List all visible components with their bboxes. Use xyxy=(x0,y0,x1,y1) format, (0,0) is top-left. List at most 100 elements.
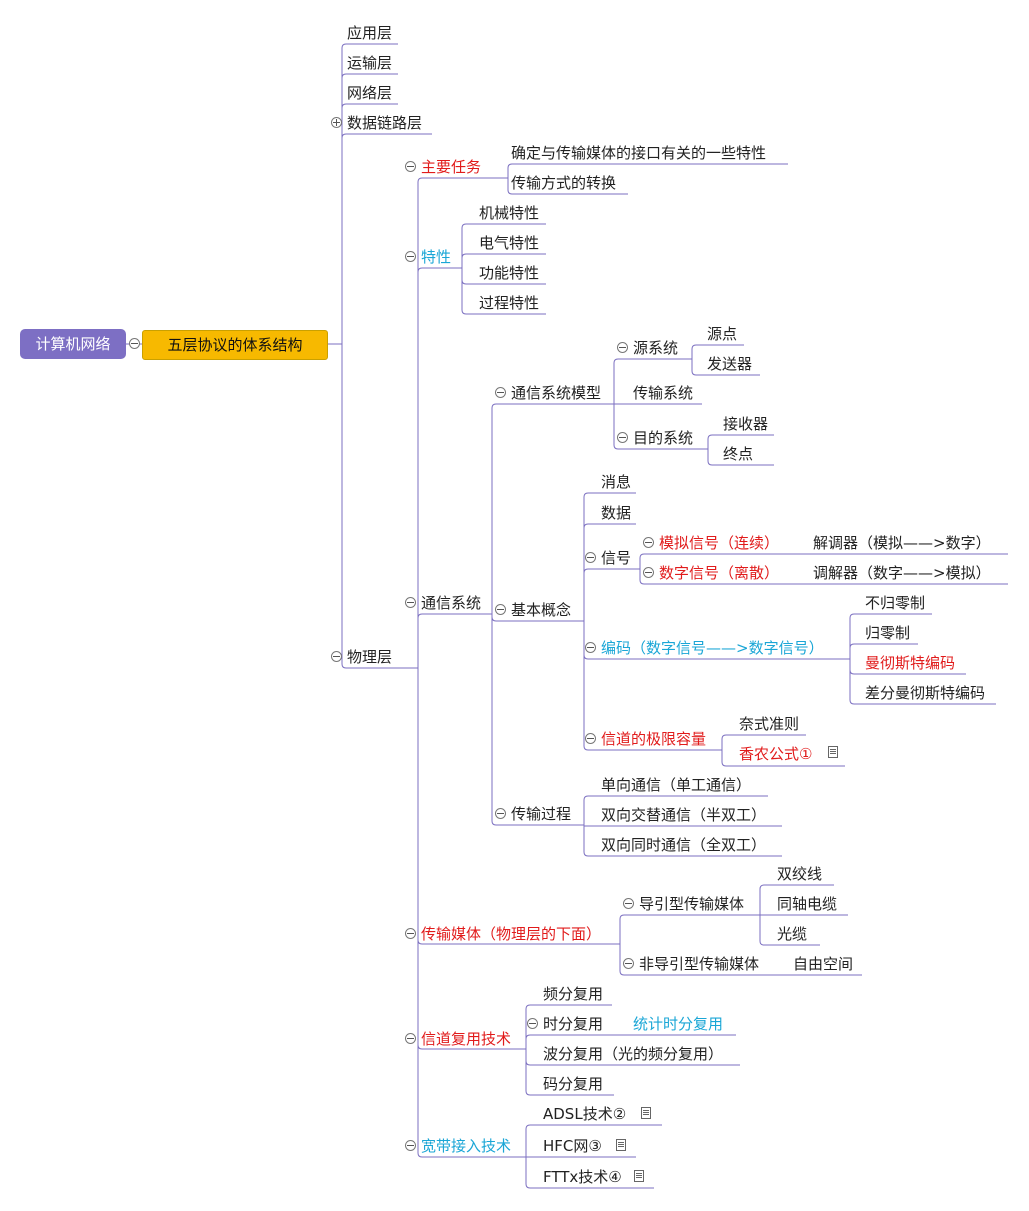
node-data[interactable]: 数据 xyxy=(601,504,632,522)
node-time-multiplex[interactable]: 时分复用 xyxy=(543,1015,604,1033)
branch-line xyxy=(580,568,636,622)
node-feature-item[interactable]: 机械特性 xyxy=(479,204,540,222)
branch-line xyxy=(326,43,398,345)
node-basic-concepts[interactable]: 基本概念 xyxy=(511,601,572,619)
branch-line xyxy=(720,749,845,767)
node-digital-note[interactable]: 调解器（数字——>模拟） xyxy=(813,564,991,582)
node-transport-layer[interactable]: 运输层 xyxy=(347,54,393,72)
branch-line xyxy=(846,658,996,705)
node-dest-item[interactable]: 接收器 xyxy=(723,415,769,433)
node-guided-item[interactable]: 双绞线 xyxy=(777,865,823,883)
collapse-toggle-icon[interactable] xyxy=(405,928,416,939)
collapse-toggle-icon[interactable] xyxy=(585,733,596,744)
node-freq-multiplex[interactable]: 频分复用 xyxy=(543,985,604,1003)
node-feature-item[interactable]: 过程特性 xyxy=(479,294,540,312)
node-datalink-layer[interactable]: 数据链路层 xyxy=(347,114,423,132)
collapse-toggle-icon[interactable] xyxy=(643,537,654,548)
collapse-toggle-icon[interactable] xyxy=(405,597,416,608)
collapse-toggle-icon[interactable] xyxy=(495,387,506,398)
collapse-toggle-icon[interactable] xyxy=(617,342,628,353)
node-network-layer[interactable]: 网络层 xyxy=(347,84,393,102)
node-process-item[interactable]: 单向通信（单工通信） xyxy=(601,776,752,794)
collapse-toggle-icon[interactable] xyxy=(617,432,628,443)
node-features[interactable]: 特性 xyxy=(421,248,452,266)
note-icon[interactable] xyxy=(828,746,838,758)
collapse-toggle-icon[interactable] xyxy=(129,338,140,349)
node-feature-item[interactable]: 功能特性 xyxy=(479,264,540,282)
node-physical-layer[interactable]: 物理层 xyxy=(347,648,393,666)
note-icon[interactable] xyxy=(641,1107,651,1119)
node-guided-item[interactable]: 同轴电缆 xyxy=(777,895,838,913)
node-main-task[interactable]: 主要任务 xyxy=(421,158,482,176)
collapse-toggle-icon[interactable] xyxy=(495,808,506,819)
node-encoding-item[interactable]: 曼彻斯特编码 xyxy=(865,654,956,672)
node-process-item[interactable]: 双向交替通信（半双工） xyxy=(601,806,767,824)
branch-line xyxy=(615,943,776,976)
node-wave-multiplex[interactable]: 波分复用（光的频分复用） xyxy=(543,1045,724,1063)
node-encoding[interactable]: 编码（数字信号——>数字信号） xyxy=(601,639,824,657)
collapse-toggle-icon[interactable] xyxy=(405,161,416,172)
node-encoding-item[interactable]: 不归零制 xyxy=(865,594,926,612)
node-transmission-process[interactable]: 传输过程 xyxy=(511,805,572,823)
collapse-toggle-icon[interactable] xyxy=(585,552,596,563)
collapse-toggle-icon[interactable] xyxy=(643,567,654,578)
branch-line xyxy=(580,620,720,751)
branch-line xyxy=(759,915,820,946)
branch-line xyxy=(520,1048,614,1096)
node-message[interactable]: 消息 xyxy=(601,473,632,491)
node-analog-note[interactable]: 解调器（模拟——>数字） xyxy=(813,534,991,552)
node-unguided-media[interactable]: 非导引型传输媒体 xyxy=(639,955,760,973)
node-capacity-item[interactable]: 奈式准则 xyxy=(739,715,800,733)
expand-toggle-icon[interactable] xyxy=(331,117,342,128)
node-analog-signal[interactable]: 模拟信号（连续） xyxy=(659,534,780,552)
node-encoding-item[interactable]: 归零制 xyxy=(865,624,911,642)
node-free-space[interactable]: 自由空间 xyxy=(793,955,854,973)
node-encoding-item[interactable]: 差分曼彻斯特编码 xyxy=(865,684,986,702)
node-transmission-system[interactable]: 传输系统 xyxy=(633,384,694,402)
node-source-item[interactable]: 发送器 xyxy=(707,355,753,373)
node-broadband-item[interactable]: HFC网③ xyxy=(543,1137,602,1155)
root-node[interactable]: 计算机网络 xyxy=(20,329,126,359)
node-stat-multiplex[interactable]: 统计时分复用 xyxy=(633,1015,724,1033)
node-source-system[interactable]: 源系统 xyxy=(633,339,679,357)
collapse-toggle-icon[interactable] xyxy=(623,898,634,909)
node-broadband-item[interactable]: ADSL技术② xyxy=(543,1105,627,1123)
node-main-task-item[interactable]: 确定与传输媒体的接口有关的一些特性 xyxy=(511,144,767,162)
collapse-toggle-icon[interactable] xyxy=(405,1033,416,1044)
node-guided-item[interactable]: 光缆 xyxy=(777,925,808,943)
branch-line xyxy=(612,403,702,450)
note-icon[interactable] xyxy=(616,1139,626,1151)
node-source-item[interactable]: 源点 xyxy=(707,325,738,343)
collapse-toggle-icon[interactable] xyxy=(585,642,596,653)
node-code-multiplex[interactable]: 码分复用 xyxy=(543,1075,604,1093)
collapse-toggle-icon[interactable] xyxy=(405,251,416,262)
collapse-toggle-icon[interactable] xyxy=(495,604,506,615)
collapse-toggle-icon[interactable] xyxy=(405,1140,416,1151)
note-icon[interactable] xyxy=(634,1170,644,1182)
node-broadband[interactable]: 宽带接入技术 xyxy=(421,1137,512,1155)
node-process-item[interactable]: 双向同时通信（全双工） xyxy=(601,836,767,854)
collapse-toggle-icon[interactable] xyxy=(623,958,634,969)
node-dest-system[interactable]: 目的系统 xyxy=(633,429,694,447)
branch-line xyxy=(400,667,615,945)
node-dest-item[interactable]: 终点 xyxy=(723,445,754,463)
node-transmission-media[interactable]: 传输媒体（物理层的下面） xyxy=(421,925,602,943)
node-guided-media[interactable]: 导引型传输媒体 xyxy=(639,895,745,913)
branch-line xyxy=(612,358,688,405)
node-multiplexing[interactable]: 信道复用技术 xyxy=(421,1030,512,1048)
node-channel-capacity[interactable]: 信道的极限容量 xyxy=(601,730,707,748)
node-capacity-item[interactable]: 香农公式① xyxy=(739,745,813,763)
node-application-layer[interactable]: 应用层 xyxy=(347,24,393,42)
node-signal[interactable]: 信号 xyxy=(601,549,632,567)
node-digital-signal[interactable]: 数字信号（离散） xyxy=(659,564,780,582)
node-main-task-item[interactable]: 传输方式的转换 xyxy=(511,174,617,192)
branch-line xyxy=(846,613,932,660)
node-comm-model[interactable]: 通信系统模型 xyxy=(511,384,602,402)
collapse-toggle-icon[interactable] xyxy=(527,1018,538,1029)
node-comm-system[interactable]: 通信系统 xyxy=(421,594,482,612)
node-broadband-item[interactable]: FTTx技术④ xyxy=(543,1168,622,1186)
collapse-toggle-icon[interactable] xyxy=(331,651,342,662)
node-feature-item[interactable]: 电气特性 xyxy=(479,234,540,252)
branch-line xyxy=(636,553,792,570)
five-layer-node[interactable]: 五层协议的体系结构 xyxy=(142,330,328,360)
